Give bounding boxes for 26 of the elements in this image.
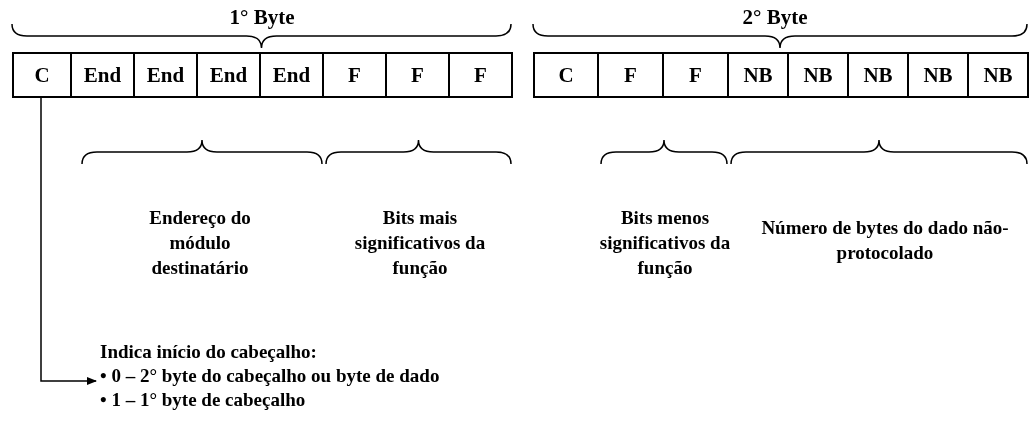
note-heading: Indica início do cabeçalho: [100,340,318,364]
field-description: Bits menos significativos da função [598,206,732,280]
bit-field: F [662,52,729,98]
byte-label: 2° Byte [741,5,809,30]
bit-field: End [196,52,261,98]
bit-field: NB [787,52,849,98]
bit-field: F [322,52,387,98]
note-item: • 1 – 1° byte de cabeçalho [100,388,307,412]
bit-field: End [70,52,135,98]
byte-label: 1° Byte [228,5,296,30]
bit-field: F [597,52,664,98]
bit-field: NB [967,52,1029,98]
field-description: Endereço do módulo destinatário [148,206,252,280]
bit-field: NB [727,52,789,98]
field-description: Número de bytes do dado não-protocolado [760,216,1010,265]
bit-field: C [12,52,72,98]
bit-field: F [448,52,513,98]
bit-field: NB [907,52,969,98]
field-description: Bits mais significativos da função [353,206,487,280]
arrow [40,97,97,385]
bit-field: End [133,52,198,98]
bit-field: End [259,52,324,98]
note-item: • 0 – 2° byte do cabeçalho ou byte de dado [100,364,440,388]
bit-field: NB [847,52,909,98]
bit-field: C [533,52,599,98]
bit-field: F [385,52,450,98]
